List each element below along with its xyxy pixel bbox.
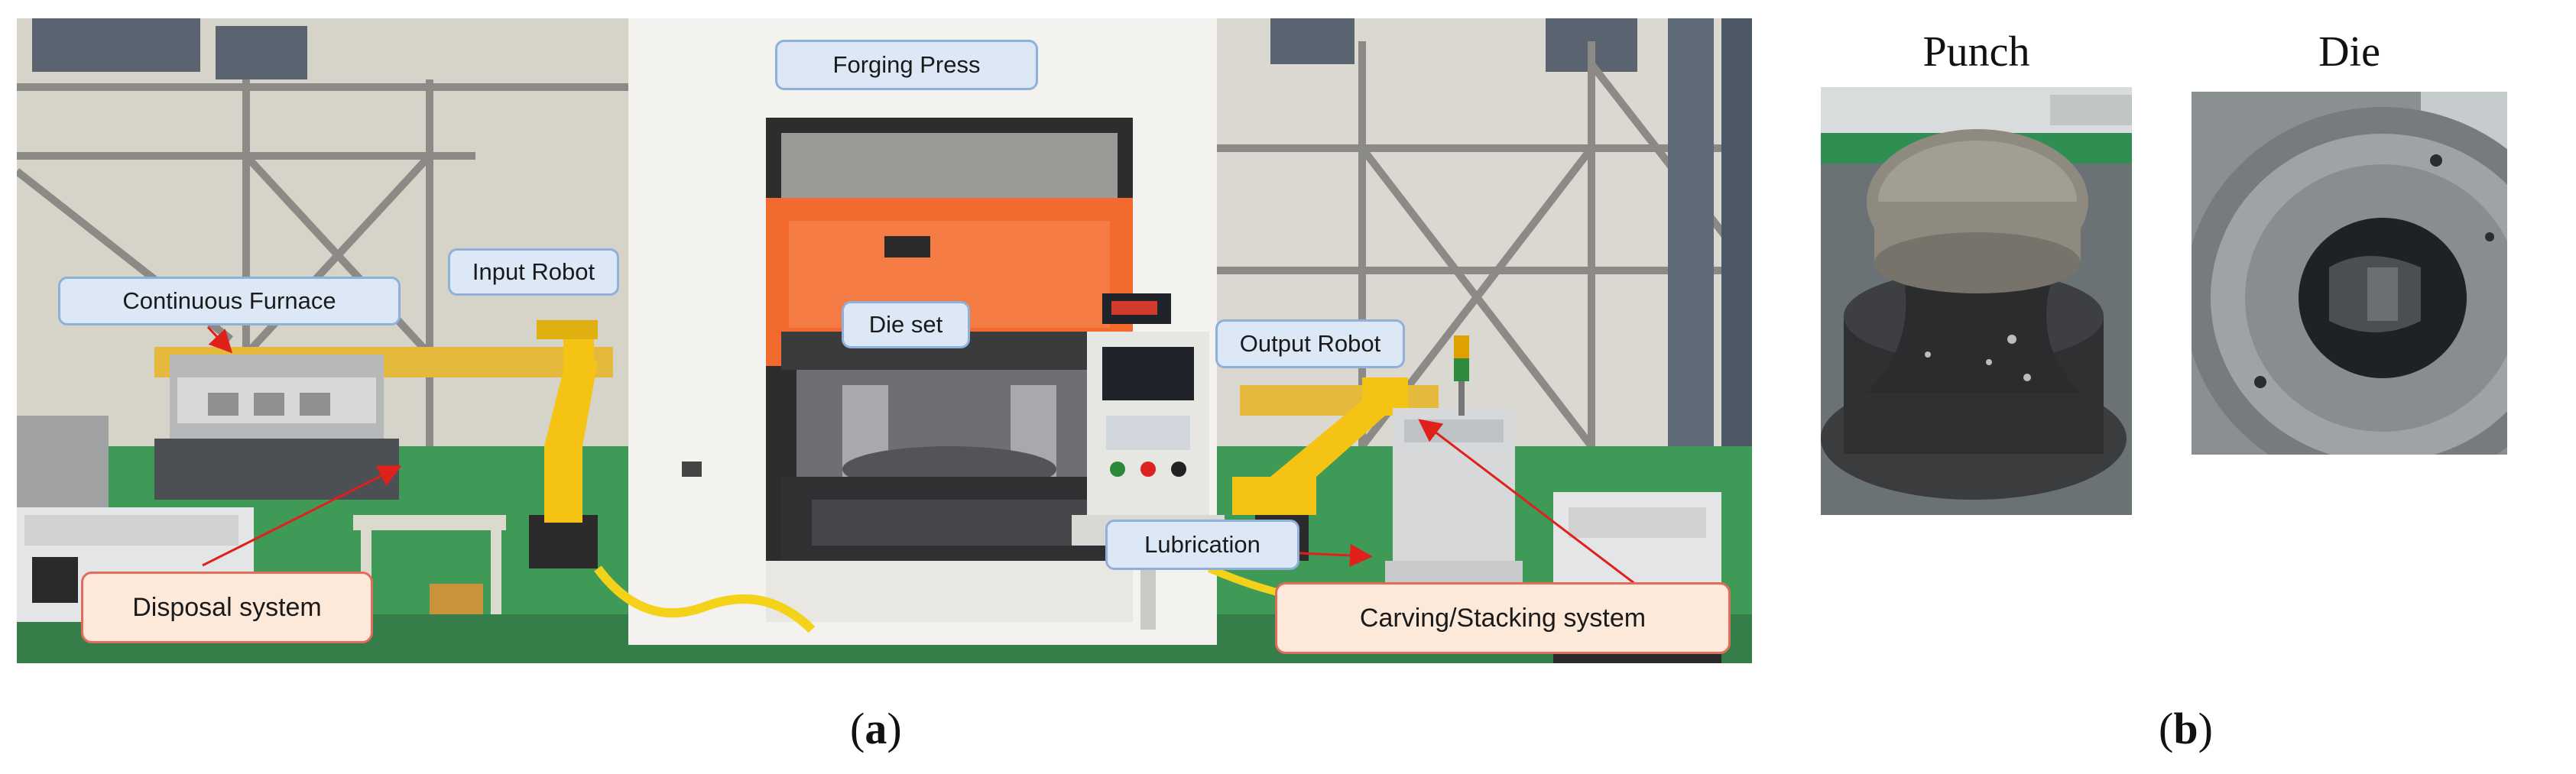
punch-title: Punch xyxy=(1922,28,2030,76)
callout-forging-press: Forging Press xyxy=(775,40,1038,90)
punch-illustration xyxy=(1821,87,2132,515)
arrow-continuous-furnace xyxy=(206,325,233,354)
panel-label-b: (b) xyxy=(2159,704,2213,753)
die-photo xyxy=(2192,92,2507,455)
callout-input-robot: Input Robot xyxy=(448,248,619,296)
forging-line-illustration xyxy=(17,18,1752,663)
arrow-disposal-system xyxy=(202,465,402,567)
die-illustration xyxy=(2192,92,2507,455)
punch-photo xyxy=(1821,87,2132,515)
callout-output-robot: Output Robot xyxy=(1215,319,1405,368)
callout-carving-stacking-system: Carving/Stacking system xyxy=(1275,582,1731,654)
arrow-carving-stacking xyxy=(1418,419,1652,598)
callout-die-set: Die set xyxy=(842,301,970,348)
die-title: Die xyxy=(2318,28,2380,76)
panel-label-a: (a) xyxy=(850,704,902,753)
callout-lubrication: Lubrication xyxy=(1105,520,1299,570)
callout-disposal-system: Disposal system xyxy=(81,572,373,643)
forging-line-photo xyxy=(17,18,1752,663)
arrow-lubrication xyxy=(1299,543,1373,567)
callout-continuous-furnace: Continuous Furnace xyxy=(58,277,401,325)
